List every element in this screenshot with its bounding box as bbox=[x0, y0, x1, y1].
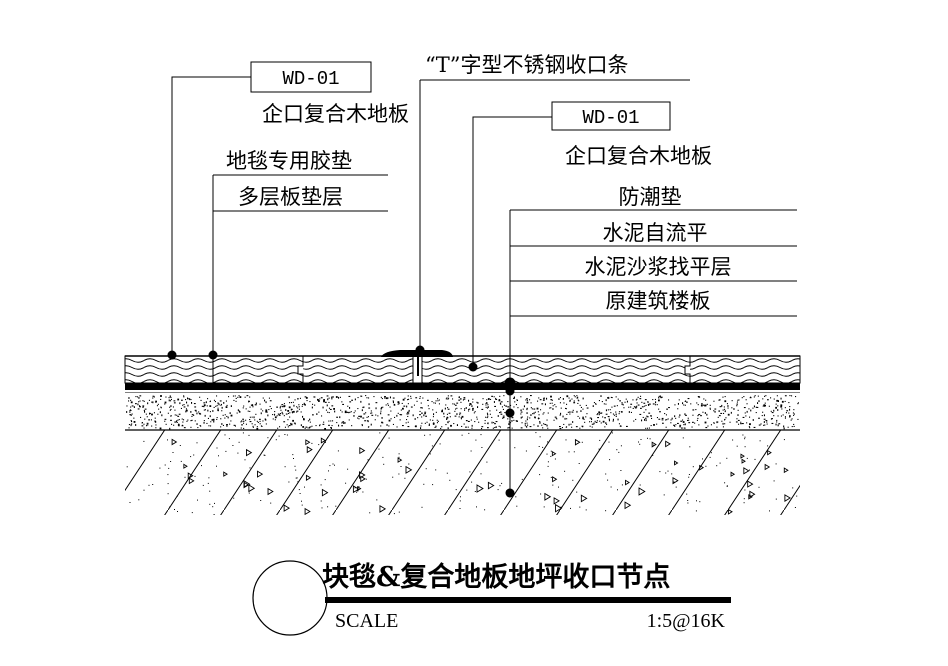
floor-section bbox=[124, 350, 801, 516]
concrete-slab-layer bbox=[125, 430, 800, 516]
moisture-pad-layer bbox=[125, 383, 800, 390]
scale-label: SCALE bbox=[335, 610, 398, 632]
label-layer-2: 水泥沙浆找平层 bbox=[585, 255, 732, 279]
scale-value: 1:5@16K bbox=[647, 610, 726, 632]
label-layer-3: 原建筑楼板 bbox=[606, 289, 711, 313]
label-t-strip: “T”字型不锈钢收口条 bbox=[425, 53, 628, 77]
t-strip-profile bbox=[381, 350, 453, 357]
mortar-dots bbox=[126, 395, 799, 430]
tag-box-left bbox=[250, 61, 372, 93]
tag-left: WD-01 bbox=[282, 68, 339, 90]
label-material-right: 企口复合木地板 bbox=[565, 144, 712, 168]
tag-box-right bbox=[551, 101, 671, 131]
tag-right: WD-01 bbox=[582, 107, 639, 129]
drawing-title: 块毯&复合地板地坪收口节点 bbox=[322, 561, 670, 593]
wood-floor-layer bbox=[124, 355, 801, 384]
tongue-joint bbox=[297, 356, 304, 383]
self-leveling-layer bbox=[125, 393, 800, 430]
label-underlay: 地毯专用胶垫 bbox=[226, 149, 352, 173]
left-annotation: WD-01 企口复合木地板 地毯专用胶垫 多层板垫层 bbox=[167, 61, 409, 386]
label-subfloor: 多层板垫层 bbox=[238, 185, 343, 209]
right-annotation: WD-01 企口复合木地板 防潮垫 水泥自流平 水泥沙浆找平层 原建筑楼板 bbox=[468, 101, 797, 498]
title-block: 块毯&复合地板地坪收口节点 SCALE 1:5@16K bbox=[252, 560, 731, 636]
label-layer-0: 防潮垫 bbox=[619, 185, 682, 209]
tongue-joint bbox=[684, 356, 691, 383]
label-material-left: 企口复合木地板 bbox=[262, 102, 409, 126]
detail-number-circle bbox=[252, 560, 328, 636]
label-layer-1: 水泥自流平 bbox=[603, 221, 708, 245]
t-strip-annotation: “T”字型不锈钢收口条 bbox=[415, 53, 690, 355]
